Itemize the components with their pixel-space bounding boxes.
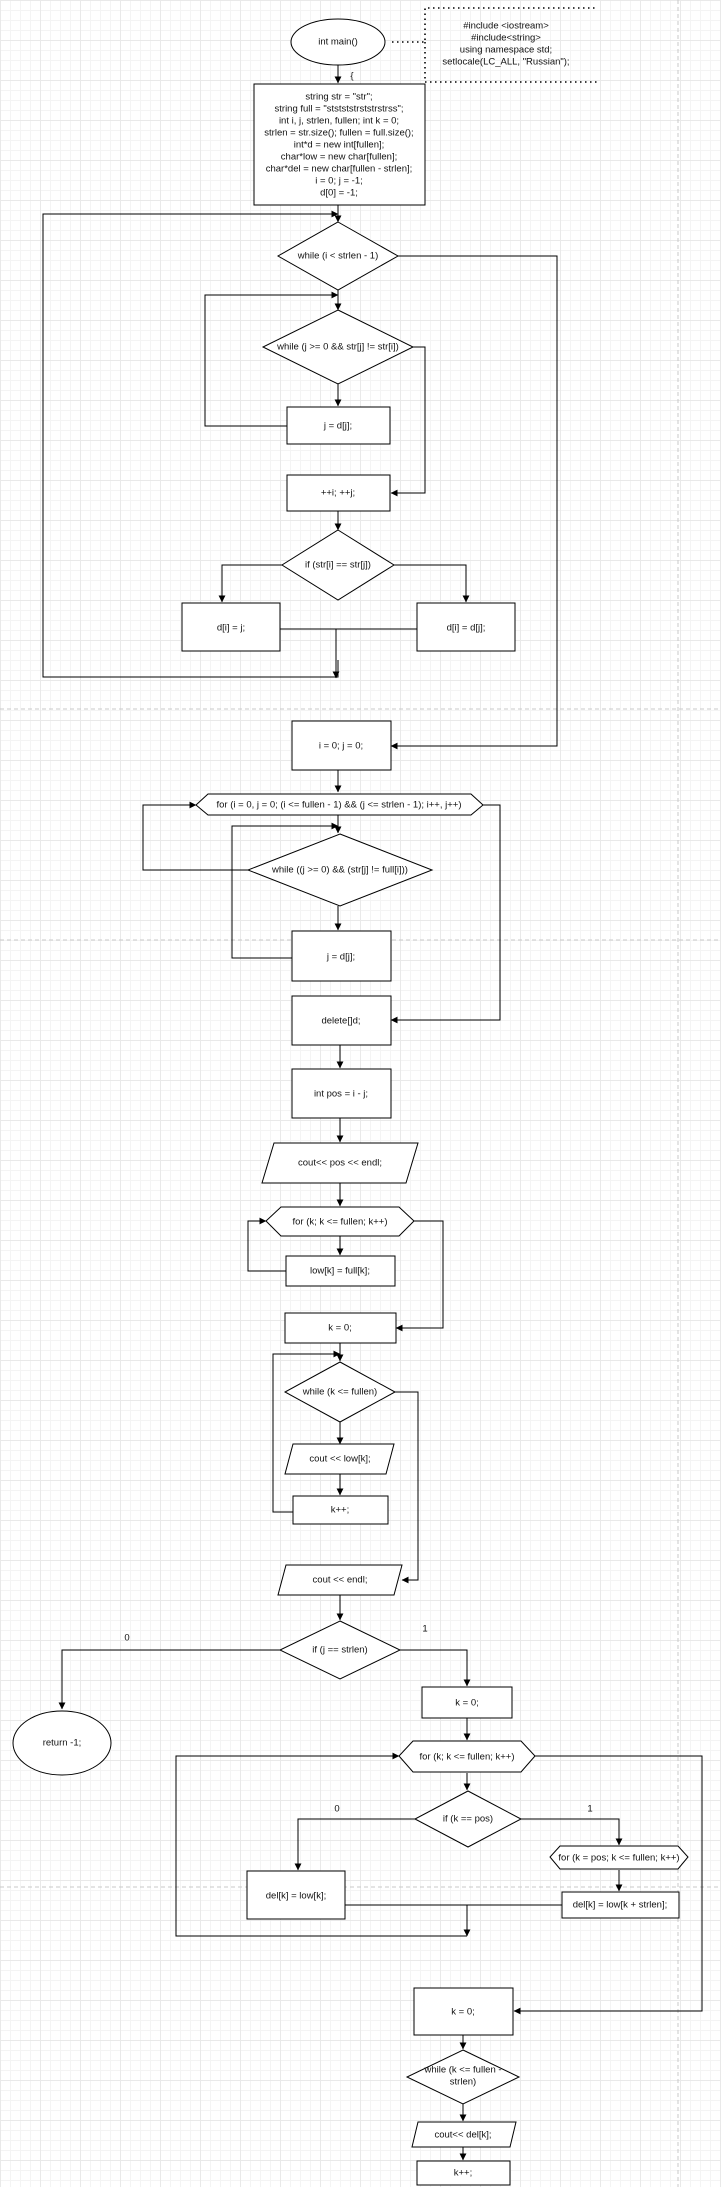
j-assign-block: j = d[j]; xyxy=(286,406,391,445)
init-block: string str = "str"; string full = "ststs… xyxy=(253,83,426,206)
if-str-decision: if (str[i] == str[j]) xyxy=(281,529,395,601)
d-eq-j-label: d[i] = j; xyxy=(217,623,245,634)
delete-d-label: delete[]d; xyxy=(321,1016,360,1027)
return-terminal: return -1; xyxy=(12,1710,112,1776)
output-pos-label: cout<< pos << endl; xyxy=(298,1158,382,1169)
low-assign-label: low[k] = full[k]; xyxy=(310,1266,370,1277)
if-found-label: if (j == strlen) xyxy=(312,1645,367,1656)
while-prefix-label: while (j >= 0 && str[j] != str[i]) xyxy=(276,342,399,353)
init-line: string full = "ststststrststrstrss"; xyxy=(275,104,404,115)
delete-d-block: delete[]d; xyxy=(291,995,392,1046)
output-del: cout<< del[k]; xyxy=(411,2121,517,2148)
while-prefix-decision: while (j >= 0 && str[j] != str[i]) xyxy=(261,309,415,385)
init-line: int*d = new int[fullen]; xyxy=(294,140,385,151)
reset-ij-label: i = 0; j = 0; xyxy=(319,741,363,752)
increment-ij-label: ++i; ++j; xyxy=(321,488,355,499)
init-line: int i, j, strlen, fullen; int k = 0; xyxy=(279,116,399,127)
j-assign-label-2: j = d[j]; xyxy=(326,952,355,963)
output-low-label: cout << low[k]; xyxy=(309,1454,370,1465)
k-zero-block-1: k = 0; xyxy=(284,1312,397,1344)
if-found-false-label: 0 xyxy=(124,1633,129,1644)
for-low-label: for (k; k <= fullen; k++) xyxy=(292,1217,387,1228)
k-increment-label-2: k++; xyxy=(454,2168,473,2179)
output-low: cout << low[k]; xyxy=(284,1443,395,1475)
while-del-label: while (k <= fullen - xyxy=(423,2065,501,2076)
header-note: #include <iostream> #include<string> usi… xyxy=(442,21,569,68)
d-eq-j-block: d[i] = j; xyxy=(181,602,281,652)
output-pos: cout<< pos << endl; xyxy=(261,1142,419,1184)
if-pos-label: if (k == pos) xyxy=(443,1814,493,1825)
while-strlen-decision: while (i < strlen - 1) xyxy=(276,221,400,291)
d-eq-dj-label: d[i] = d[j]; xyxy=(447,623,486,634)
while-strlen-label: while (i < strlen - 1) xyxy=(297,251,379,262)
flow-nodes: int main() #include <iostream> #include<… xyxy=(12,18,689,2186)
connectors xyxy=(42,7,703,2161)
increment-ij-block: ++i; ++j; xyxy=(286,474,391,512)
note-line: #include<string> xyxy=(471,33,541,44)
while-k-decision: while (k <= fullen) xyxy=(283,1361,397,1423)
k-zero-label-1: k = 0; xyxy=(328,1323,352,1334)
if-found-true-label: 1 xyxy=(422,1624,427,1635)
init-line: strlen = str.size(); fullen = full.size(… xyxy=(264,128,413,139)
if-pos-decision: if (k == pos) xyxy=(413,1790,523,1848)
k-zero-block-3: k = 0; xyxy=(413,1987,514,2036)
init-line: i = 0; j = -1; xyxy=(315,176,363,187)
init-line: char*low = new char[fullen]; xyxy=(281,152,397,163)
while-del-label: strlen) xyxy=(450,2077,476,2088)
return-label: return -1; xyxy=(43,1738,82,1749)
del-copy-label: del[k] = low[k]; xyxy=(266,1891,326,1902)
pos-block: int pos = i - j; xyxy=(291,1068,392,1119)
pos-label: int pos = i - j; xyxy=(314,1089,368,1100)
if-str-label: if (str[i] == str[j]) xyxy=(305,560,371,571)
init-line: string str = "str"; xyxy=(305,92,372,103)
if-found-decision: if (j == strlen) xyxy=(278,1620,402,1680)
output-endl-label: cout << endl; xyxy=(313,1575,368,1586)
j-assign-block-2: j = d[j]; xyxy=(291,930,392,982)
d-eq-dj-block: d[i] = d[j]; xyxy=(416,602,516,652)
while-mismatch-decision: while ((j >= 0) && (str[j] != full[i])) xyxy=(246,833,434,907)
k-zero-block-2: k = 0; xyxy=(421,1686,513,1719)
del-copy-block: del[k] = low[k]; xyxy=(246,1870,346,1920)
for-low-loop: for (k; k <= fullen; k++) xyxy=(265,1206,415,1237)
for-k-loop: for (k; k <= fullen; k++) xyxy=(398,1740,536,1773)
k-increment-block-2: k++; xyxy=(416,2160,511,2186)
output-del-label: cout<< del[k]; xyxy=(434,2130,491,2141)
while-k-label: while (k <= fullen) xyxy=(302,1387,377,1398)
for-pos-label: for (k = pos; k <= fullen; k++) xyxy=(558,1853,679,1864)
k-increment-label-1: k++; xyxy=(331,1505,350,1516)
open-brace: { xyxy=(350,71,353,82)
while-mismatch-label: while ((j >= 0) && (str[j] != full[i])) xyxy=(271,865,408,876)
if-pos-true-label: 1 xyxy=(587,1804,592,1815)
k-zero-label-3: k = 0; xyxy=(451,2007,475,2018)
k-increment-block-1: k++; xyxy=(292,1495,389,1525)
for-k-label: for (k; k <= fullen; k++) xyxy=(419,1752,514,1763)
output-endl: cout << endl; xyxy=(277,1564,403,1596)
reset-ij-block: i = 0; j = 0; xyxy=(291,720,392,771)
while-del-decision: while (k <= fullen - strlen) xyxy=(405,2049,521,2105)
start-label: int main() xyxy=(318,37,358,48)
k-zero-label-2: k = 0; xyxy=(455,1698,479,1709)
if-pos-false-label: 0 xyxy=(334,1804,339,1815)
del-shift-block: del[k] = low[k + strlen]; xyxy=(561,1891,680,1919)
low-assign-block: low[k] = full[k]; xyxy=(285,1255,396,1287)
for-search-loop: for (i = 0, j = 0; (i <= fullen - 1) && … xyxy=(195,793,484,816)
init-line: d[0] = -1; xyxy=(320,188,358,199)
for-pos-loop: for (k = pos; k <= fullen; k++) xyxy=(549,1845,689,1870)
init-line: char*del = new char[fullen - strlen]; xyxy=(266,164,413,175)
start-terminal: int main() xyxy=(290,18,386,66)
j-assign-label: j = d[j]; xyxy=(323,421,352,432)
del-shift-label: del[k] = low[k + strlen]; xyxy=(573,1900,668,1911)
note-line: setlocale(LC_ALL, "Russian"); xyxy=(442,57,569,68)
note-line: using namespace std; xyxy=(460,45,552,56)
note-line: #include <iostream> xyxy=(463,21,549,32)
for-search-label: for (i = 0, j = 0; (i <= fullen - 1) && … xyxy=(217,800,462,811)
